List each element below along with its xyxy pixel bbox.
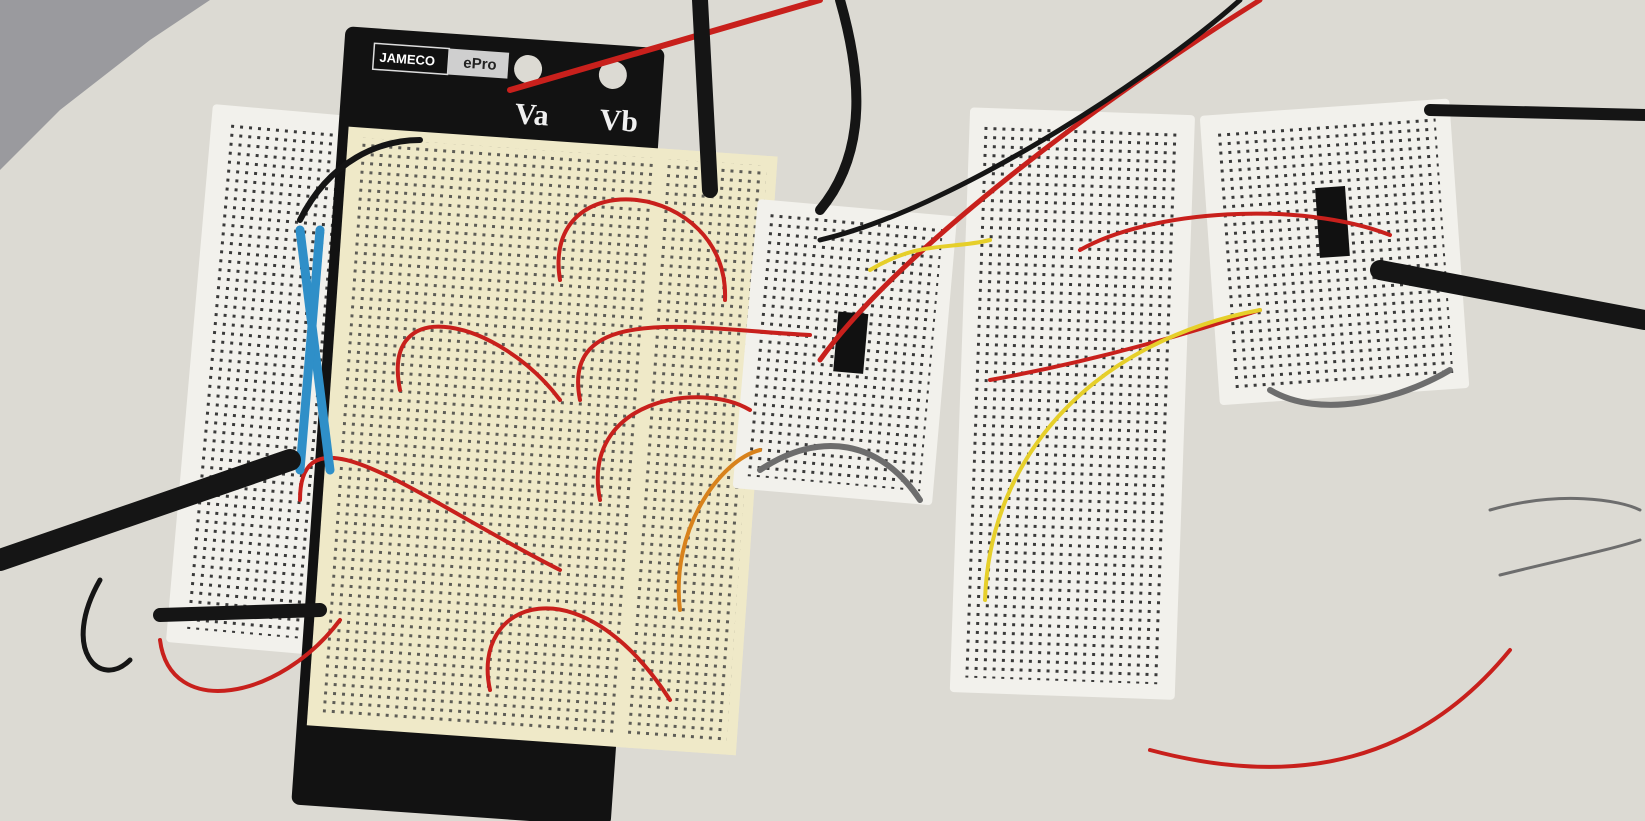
binding-post-hole-a — [514, 55, 543, 84]
loose-red-wire — [1148, 648, 1512, 769]
terminal-label-vb: Vb — [599, 103, 640, 139]
jumper-wires — [158, 0, 1642, 769]
aluminum-foil — [0, 0, 210, 170]
oscilloscope-probes — [0, 0, 1645, 673]
terminal-label-va: Va — [514, 97, 550, 132]
logo-brand: JAMECO — [379, 50, 436, 69]
ic-chip — [833, 311, 869, 374]
binding-post-hole-b — [598, 60, 627, 89]
ic-chip — [1315, 185, 1350, 258]
logo-product: ePro — [463, 55, 497, 74]
breadboard-right — [1200, 98, 1470, 405]
breadboard-small-middle — [732, 199, 957, 506]
jameco-logo: JAMECO ePro — [371, 42, 510, 79]
